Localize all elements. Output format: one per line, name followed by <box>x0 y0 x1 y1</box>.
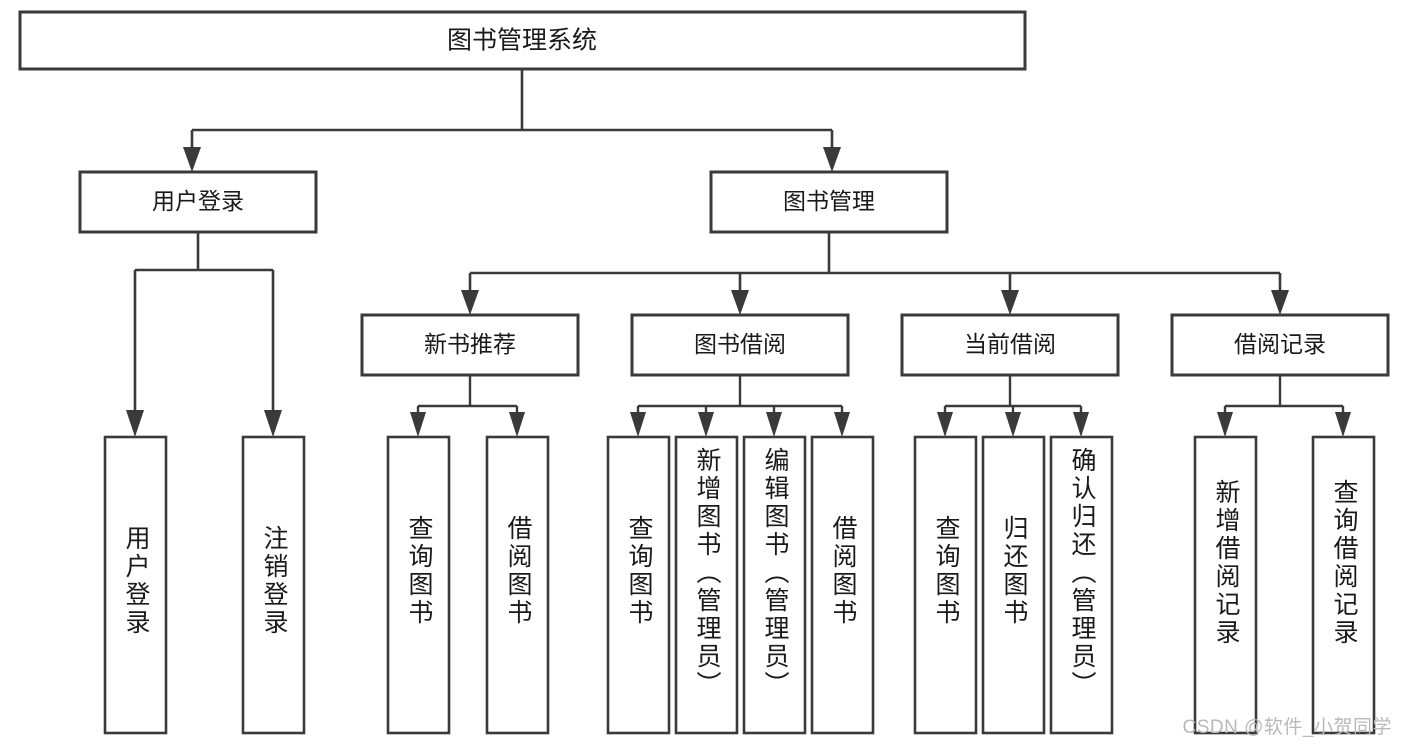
leaf-box-borrow-book-1[interactable] <box>485 435 550 735</box>
arrow-to-leaf-borrow-book-1 <box>509 412 525 437</box>
node-borrow-record[interactable]: 借阅记录 <box>1170 313 1390 377</box>
leaf-box-add-record[interactable] <box>1193 435 1258 735</box>
node-user-login-box[interactable] <box>78 170 318 234</box>
leaf-box-query-record[interactable] <box>1311 435 1376 735</box>
arrow-to-current-borrow <box>1001 290 1019 315</box>
node-borrow-record-label: 借阅记录 <box>1234 331 1326 357</box>
arrow-to-leaf-edit-book <box>766 412 782 437</box>
leaf-box-logout[interactable] <box>241 435 306 735</box>
node-root[interactable]: 图书管理系统 <box>18 10 1027 71</box>
arrow-to-leaf-query-record <box>1335 412 1351 437</box>
node-root-label: 图书管理系统 <box>447 27 597 55</box>
node-root-box[interactable] <box>18 10 1027 71</box>
leaf-box-return-book[interactable] <box>981 435 1046 735</box>
arrow-to-leaf-query-book-3 <box>937 412 953 437</box>
leaf-box-query-book-1[interactable] <box>386 435 451 735</box>
arrow-to-leaf-user-login <box>126 410 144 437</box>
leaf-box-query-book-2[interactable] <box>606 435 671 735</box>
node-book-manage[interactable]: 图书管理 <box>709 170 949 234</box>
connector-book-borrow-to-leaves <box>636 375 844 418</box>
arrow-to-leaf-add-record <box>1217 412 1233 437</box>
leaf-box-layer <box>103 435 1376 735</box>
node-book-borrow-box[interactable] <box>630 313 850 377</box>
arrow-to-leaf-return-book <box>1005 412 1021 437</box>
arrow-to-book-manage <box>823 147 841 172</box>
arrow-to-leaf-query-book-1 <box>410 412 426 437</box>
node-book-borrow-label: 图书借阅 <box>694 331 786 357</box>
node-new-book-recommend-box[interactable] <box>360 313 580 377</box>
arrow-to-leaf-add-book <box>698 412 714 437</box>
node-user-login[interactable]: 用户登录 <box>78 170 318 234</box>
node-book-manage-box[interactable] <box>709 170 949 234</box>
leaf-box-confirm-return[interactable] <box>1049 435 1114 735</box>
node-current-borrow[interactable]: 当前借阅 <box>900 313 1120 377</box>
node-book-manage-label: 图书管理 <box>783 188 875 214</box>
arrow-to-book-borrow <box>731 290 749 315</box>
connector-book-manage-to-level3 <box>468 232 1282 295</box>
node-user-login-label: 用户登录 <box>152 188 244 214</box>
arrow-to-leaf-confirm-return <box>1073 412 1089 437</box>
node-new-book-recommend[interactable]: 新书推荐 <box>360 313 580 377</box>
arrow-to-leaf-query-book-2 <box>630 412 646 437</box>
arrow-to-leaf-logout <box>264 410 282 437</box>
arrow-to-borrow-record <box>1271 290 1289 315</box>
node-current-borrow-box[interactable] <box>900 313 1120 377</box>
leaf-box-edit-book[interactable] <box>742 435 807 735</box>
node-new-book-recommend-label: 新书推荐 <box>424 331 516 357</box>
leaf-box-user-login[interactable] <box>103 435 168 735</box>
connector-layer <box>126 70 1351 437</box>
arrow-to-new-book-recommend <box>461 290 479 315</box>
node-current-borrow-label: 当前借阅 <box>964 331 1056 357</box>
leaf-box-borrow-book-2[interactable] <box>810 435 875 735</box>
node-book-borrow[interactable]: 图书借阅 <box>630 313 850 377</box>
connector-root-to-level2 <box>190 70 834 152</box>
leaf-box-query-book-3[interactable] <box>913 435 978 735</box>
connector-current-borrow-to-leaves <box>943 375 1083 418</box>
arrow-to-leaf-borrow-book-2 <box>834 412 850 437</box>
connector-new-book-to-leaves <box>416 375 519 418</box>
watermark-text: CSDN @软件_小贺同学 <box>1182 717 1392 738</box>
connector-borrow-record-to-leaves <box>1223 375 1345 418</box>
connector-user-login-to-leaves <box>133 232 275 415</box>
node-borrow-record-box[interactable] <box>1170 313 1390 377</box>
leaf-box-add-book[interactable] <box>674 435 739 735</box>
arrow-to-user-login <box>183 147 201 172</box>
